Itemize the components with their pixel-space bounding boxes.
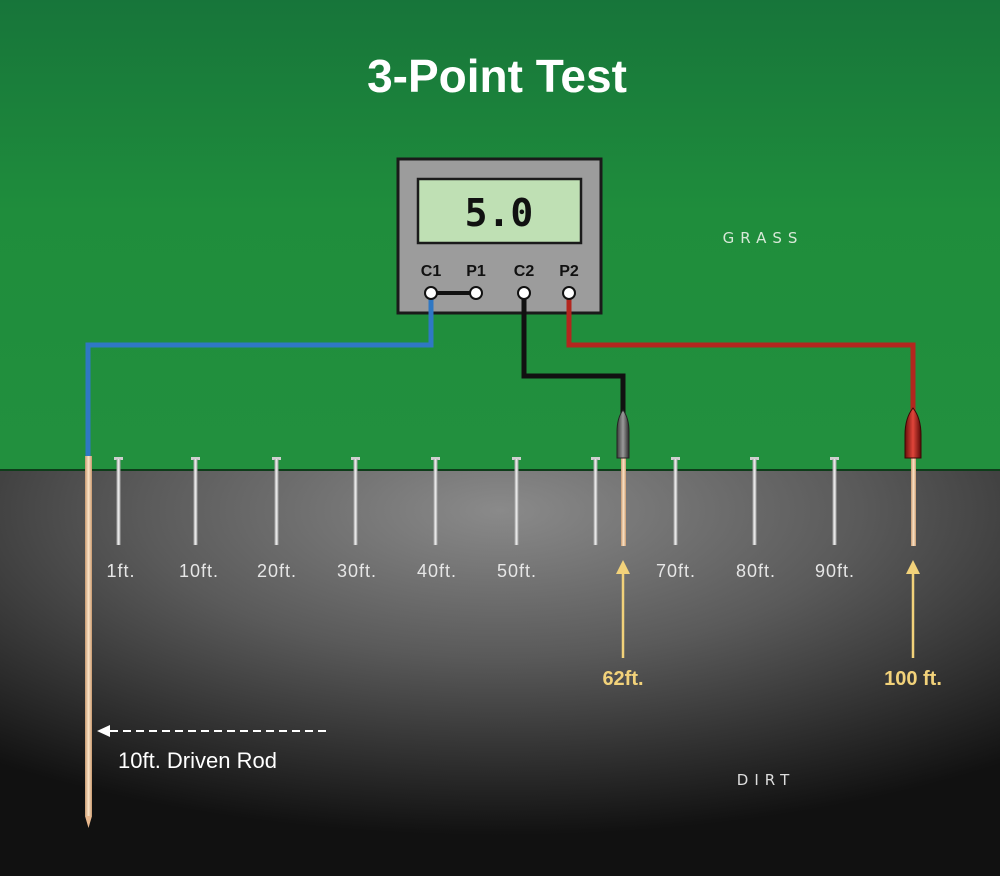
stake-30ft [351, 457, 360, 545]
terminal-label-c1: C1 [421, 263, 442, 280]
grass-label: GRASS [723, 229, 804, 247]
distance-label-10ft: 10ft. [179, 561, 219, 581]
marker-arrow-100ft [906, 560, 920, 658]
marker-label-62ft: 62ft. [602, 668, 643, 690]
rod-label: 10ft. Driven Rod [118, 748, 277, 773]
distance-label-90ft: 90ft. [815, 561, 855, 581]
potential-probe [616, 409, 630, 546]
distance-label-1ft: 1ft. [106, 561, 135, 581]
terminal-label-c2: C2 [514, 263, 535, 280]
c1-wire [85, 293, 434, 456]
current-probe [904, 407, 922, 546]
distance-labels: 1ft. 10ft. 20ft. 30ft. 40ft. 50ft. 70ft.… [106, 561, 855, 581]
stake-1ft [114, 457, 123, 545]
arrow-up-icon [906, 560, 920, 574]
stake-50ft [512, 457, 521, 545]
stake-80ft [750, 457, 759, 545]
p2-wire [566, 293, 916, 418]
driven-rod-tip [85, 816, 92, 828]
marker-arrow-62ft [616, 560, 630, 658]
dirt-area [0, 470, 1000, 876]
meter-reading: 5.0 [465, 191, 534, 235]
stake-20ft [272, 457, 281, 545]
distance-label-20ft: 20ft. [257, 561, 297, 581]
black-clip [616, 409, 630, 459]
potential-probe-stake [621, 456, 626, 546]
terminal-p2 [562, 286, 576, 300]
current-probe-stake [911, 456, 916, 546]
arrow-up-icon [616, 560, 630, 574]
dirt-label: DIRT [737, 771, 795, 789]
arrow-left-icon [97, 725, 110, 737]
terminal-label-p2: P2 [559, 263, 579, 280]
stake-70ft [671, 457, 680, 545]
terminal-label-p1: P1 [466, 263, 486, 280]
meter-display [416, 177, 583, 245]
terminal-c1 [424, 286, 438, 300]
terminal-p1 [469, 286, 483, 300]
stake-40ft [431, 457, 440, 545]
distance-label-40ft: 40ft. [417, 561, 457, 581]
driven-rod [85, 456, 92, 828]
ground-tester-meter: 5.0 C1 P1 C2 P2 [396, 157, 603, 315]
stake-60ft [591, 457, 600, 545]
distance-label-70ft: 70ft. [656, 561, 696, 581]
distance-stakes [114, 457, 839, 545]
terminal-c2 [517, 286, 531, 300]
c2-wire [521, 293, 626, 418]
distance-label-50ft: 50ft. [497, 561, 537, 581]
driven-rod-shaft [85, 456, 92, 816]
marker-label-100ft: 100 ft. [884, 668, 942, 690]
distance-label-80ft: 80ft. [736, 561, 776, 581]
diagram-title: 3-Point Test [367, 50, 627, 102]
rod-callout: 10ft. Driven Rod [97, 725, 330, 773]
distance-label-30ft: 30ft. [337, 561, 377, 581]
stake-90ft [830, 457, 839, 545]
stake-10ft [191, 457, 200, 545]
red-clip [904, 407, 922, 459]
